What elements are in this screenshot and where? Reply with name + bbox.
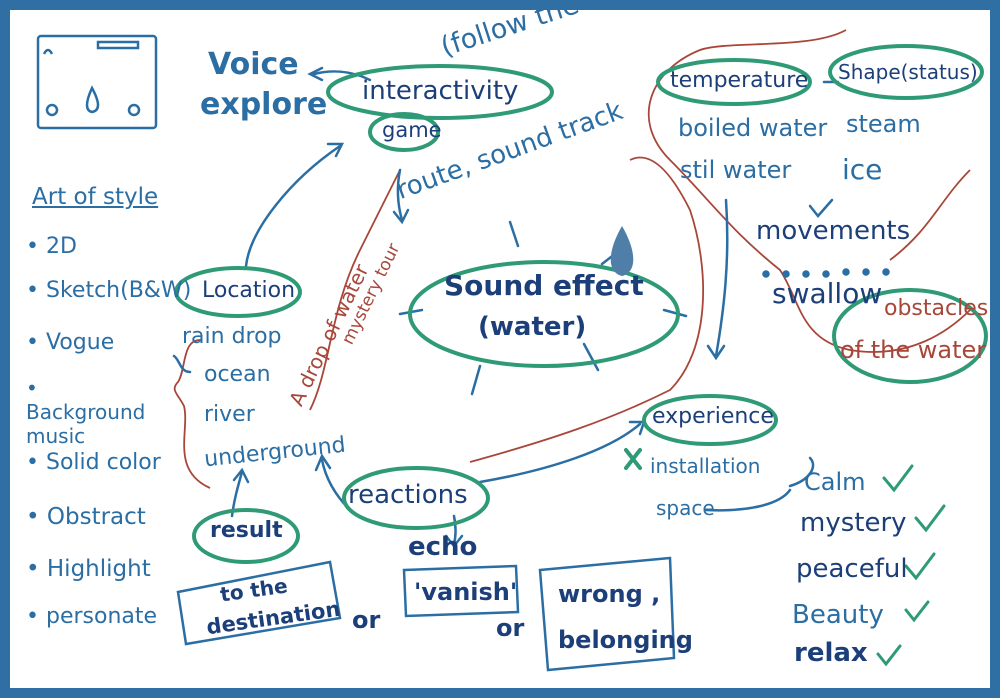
belonging-label: belonging: [558, 626, 693, 654]
location-item: rain drop: [182, 324, 282, 349]
art-style-item: • Vogue: [26, 330, 115, 355]
mood-item: peaceful: [796, 554, 908, 584]
red-connectors: [173, 29, 971, 489]
mood-item: Beauty: [792, 600, 884, 630]
mood-item: Calm: [804, 468, 866, 496]
experience-item: space: [656, 496, 715, 520]
outcome-boxes: [176, 556, 676, 672]
sound-effect-title: Sound effect: [444, 269, 644, 302]
art-style-item: • Sketch(B&W): [26, 278, 192, 303]
swallow-label: swallow: [772, 277, 883, 310]
experience-item: installation: [650, 454, 761, 478]
blue-arrows: [172, 66, 890, 549]
shape-status-label: Shape(status): [838, 60, 978, 84]
interactivity-label: interactivity: [362, 76, 519, 106]
art-style-item: • 2D: [26, 234, 77, 259]
experience-label: experience: [652, 404, 774, 429]
water-drop-icon: [610, 226, 634, 276]
location-label: Location: [202, 278, 296, 303]
of-the-water-label: of the water: [840, 336, 987, 364]
obstacles-label: obstacles: [884, 296, 989, 321]
movements-label: movements: [756, 216, 911, 246]
wrong-label: wrong ,: [558, 580, 661, 608]
art-style-item: • Solid color: [26, 450, 161, 475]
vanish-label: 'vanish': [414, 578, 518, 606]
location-item: river: [204, 402, 255, 427]
mood-item: mystery: [800, 508, 907, 538]
x-mark-icon: [624, 448, 642, 470]
water-subtitle: (water): [478, 312, 587, 342]
state-temp-1: boiled water: [678, 114, 828, 142]
mood-item: relax: [794, 638, 868, 668]
or-label-2: or: [496, 614, 525, 642]
explore-label: explore: [200, 87, 328, 122]
state-shape-2: ice: [842, 153, 883, 186]
art-style-item: • Obstract: [26, 504, 146, 530]
result-label: result: [210, 518, 283, 543]
location-item: ocean: [204, 362, 271, 387]
state-shape-1: steam: [846, 110, 921, 138]
check-icons: [876, 464, 946, 667]
art-style-item: • personate: [26, 604, 158, 629]
mind-map-lines: [36, 29, 988, 672]
art-style-item: • Background music: [26, 376, 146, 448]
wireframe-sketch: [36, 34, 158, 130]
green-bubbles: [174, 44, 988, 564]
game-label: game: [382, 118, 442, 142]
voice-label: Voice: [208, 47, 299, 82]
state-temp-2: stil water: [680, 156, 792, 184]
art-style-item: • Highlight: [26, 556, 151, 582]
temperature-label: temperature: [670, 68, 809, 93]
or-label-1: or: [352, 606, 381, 634]
whiteboard: Voice explore interactivity game (follow…: [10, 10, 990, 688]
echo-label: echo: [408, 532, 478, 562]
art-style-title: Art of style: [32, 184, 159, 210]
reactions-label: reactions: [348, 480, 468, 510]
